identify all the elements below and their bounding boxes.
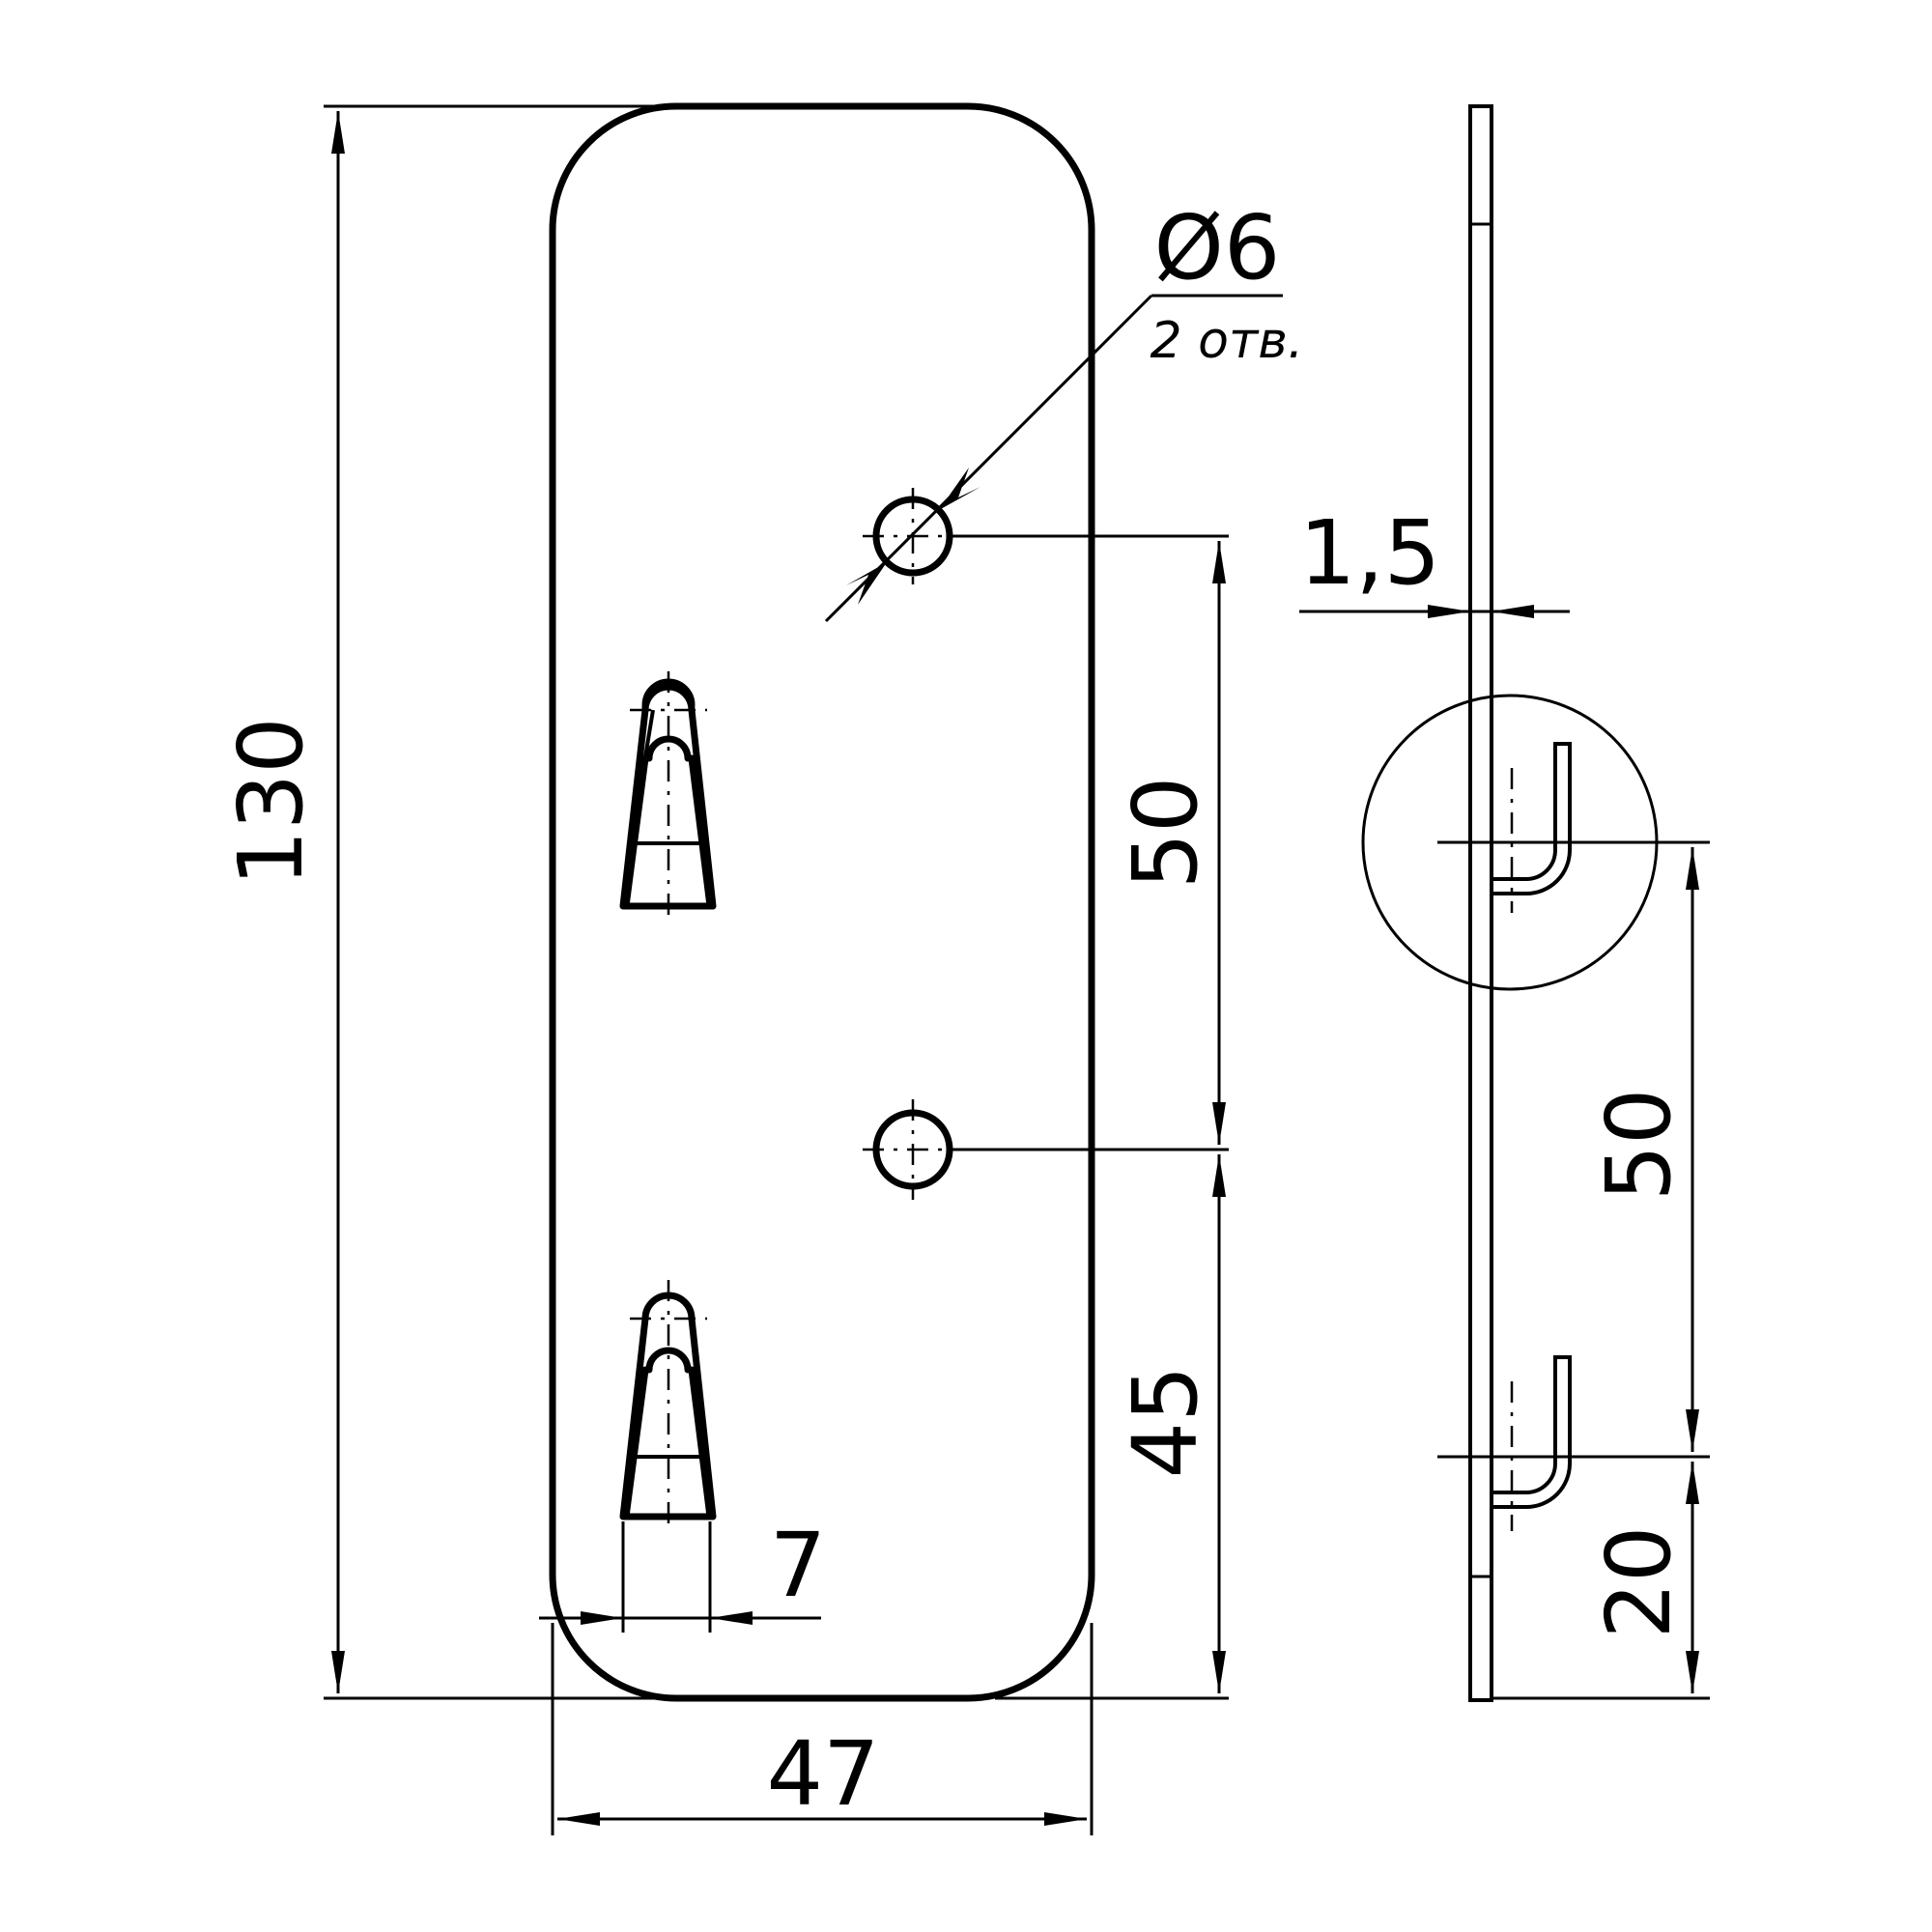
- mounting-hole-bottom: [863, 1099, 963, 1200]
- side-hook-top: [1437, 742, 1710, 913]
- keyhole-slot-top: [619, 671, 717, 918]
- side-hook-bottom: [1437, 1355, 1710, 1531]
- dimension-hole-spacing: 50 45: [952, 534, 1229, 1700]
- dimension-slot-width-7: 7: [539, 1514, 826, 1633]
- dimension-label-50-front: 50: [1114, 776, 1217, 889]
- dimension-thickness-1-5: 1,5: [1299, 501, 1570, 618]
- side-view-plate: [1468, 104, 1493, 1702]
- dimension-label-20: 20: [1587, 1525, 1690, 1638]
- hole-diameter-callout: Ø6 2 отв.: [824, 196, 1304, 623]
- dimension-label-1-5: 1,5: [1299, 501, 1440, 605]
- dimension-width-47: 47: [551, 1623, 1094, 1835]
- plate-outline: [549, 102, 1095, 1702]
- dimension-label-7: 7: [770, 1514, 827, 1617]
- hole-diameter-label: Ø6: [1154, 196, 1281, 299]
- dimension-label-50-side: 50: [1587, 1088, 1690, 1201]
- dimension-height-130: 130: [219, 104, 667, 1700]
- keyhole-slot-bottom: [619, 1280, 717, 1531]
- hole-count-note: 2 отв.: [1151, 312, 1304, 370]
- dimension-label-47: 47: [766, 1722, 879, 1826]
- dimension-label-130: 130: [219, 717, 323, 887]
- dimension-hook-spacing: 50 20: [1492, 847, 1710, 1700]
- dimension-label-45: 45: [1114, 1365, 1217, 1478]
